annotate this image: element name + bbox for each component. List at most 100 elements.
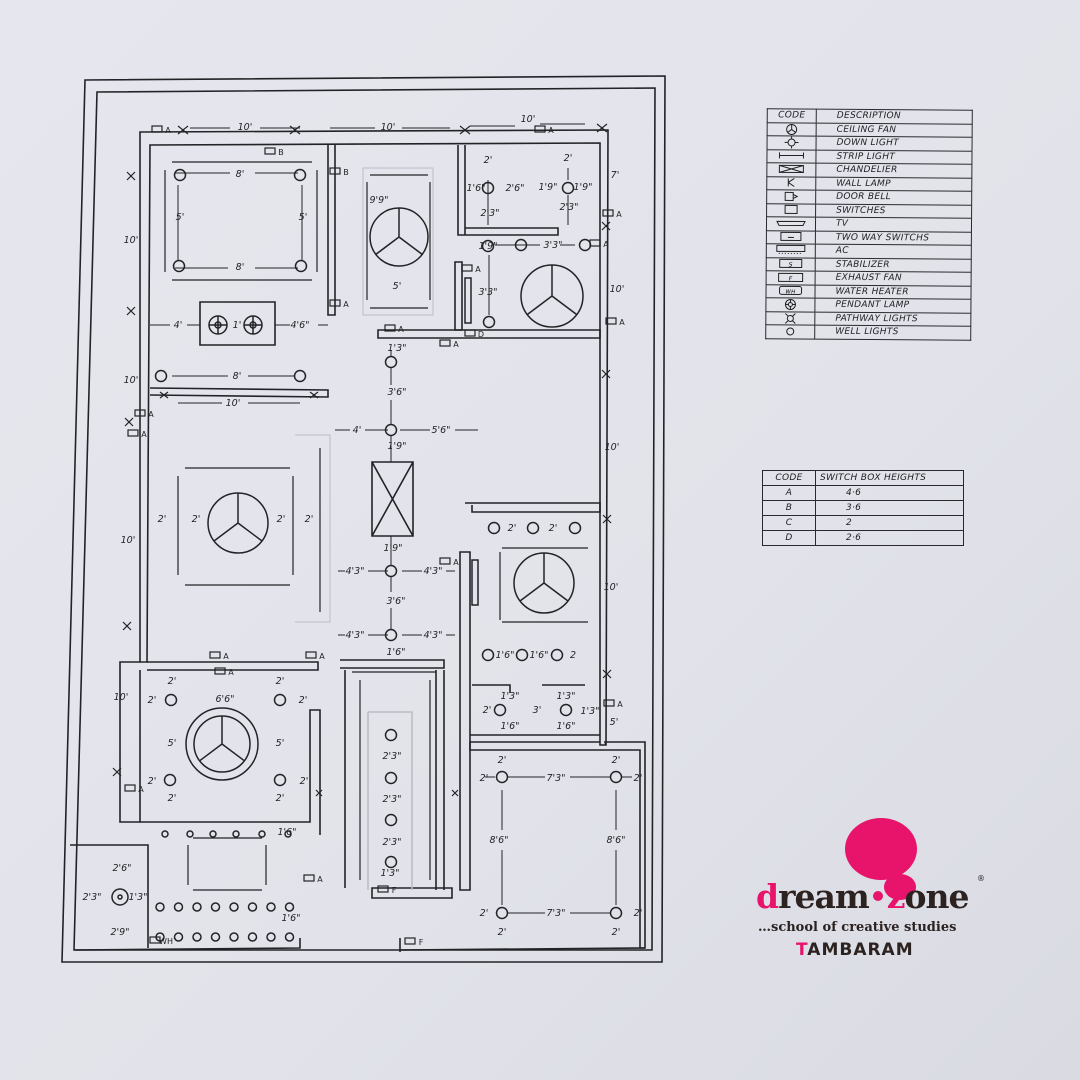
switch-marker-label: A (619, 318, 625, 327)
switch-box-icon (329, 299, 341, 307)
dimension-label: 2' (300, 776, 309, 787)
svg-text:S: S (789, 262, 793, 269)
down-light-icon (210, 902, 221, 912)
well-lights-icon (765, 324, 815, 339)
switch-header-heights: SWITCH BOX HEIGHTS (815, 470, 964, 486)
wall (340, 659, 445, 890)
switch-marker-label: A (141, 430, 147, 439)
down-light-icon (247, 932, 258, 942)
dimension-label: 1'9" (573, 182, 592, 193)
switch-marker-label: A (317, 875, 323, 884)
switch-box-icon (464, 329, 476, 337)
dimension-label: 2' (305, 514, 314, 525)
wall (139, 670, 321, 835)
dimension-label: 2'9" (110, 927, 129, 938)
dimension-label: 2' (634, 908, 643, 919)
dimension-label: 5' (168, 738, 177, 749)
dimension-label: 1'3" (128, 892, 147, 903)
stabilizer-icon: S (766, 257, 816, 272)
ac-icon (471, 559, 479, 606)
dimension-lines (485, 776, 632, 914)
plan-linework (61, 75, 666, 963)
ceiling-fan-icon (513, 552, 575, 614)
svg-text:F: F (789, 275, 793, 282)
dimension-label: 1'9" (538, 182, 557, 193)
down-light-icon (284, 932, 295, 942)
down-light-icon (161, 830, 169, 838)
dimension-label: 7'3" (546, 908, 565, 919)
dimension-label: 1'6" (556, 721, 575, 732)
down-light-icon (482, 315, 496, 329)
dimension-label: 2' (192, 514, 201, 525)
dimension-label: 1'3" (500, 691, 519, 702)
down-light-icon (515, 648, 529, 662)
dimension-label: 4' (174, 320, 183, 331)
down-light-icon (173, 902, 184, 912)
switch-box-icon (127, 429, 139, 437)
down-light-icon (186, 830, 194, 838)
legend-label: CHANDELIER (815, 163, 972, 178)
dimension-label: 3'3" (478, 287, 497, 298)
legend-row: AC (766, 243, 972, 259)
fixtures (111, 125, 623, 945)
legend-row: DOWN LIGHT (767, 135, 973, 151)
logo-bubble-large (845, 818, 917, 880)
down-light-icon (173, 168, 187, 182)
legend-label: AC (815, 244, 972, 259)
dimension-label: 1'6" (386, 647, 405, 658)
dimension-label: 5' (610, 717, 619, 728)
dimension-label: 2'3" (559, 202, 578, 213)
switch-marker-label: A (138, 785, 144, 794)
switch-marker-label: F (392, 886, 397, 895)
switch-marker-label: A (475, 265, 481, 274)
switch-marker-label: A (617, 700, 623, 709)
dimension-label: 8'6" (489, 835, 508, 846)
dimension-label: 5' (299, 212, 308, 223)
ceiling-fan-icon (185, 707, 259, 781)
ceiling-fan-icon (520, 264, 584, 328)
dimension-label: 2'3" (382, 751, 401, 762)
dimension-label: 1'6" (277, 827, 296, 838)
down-light-icon (284, 830, 292, 838)
dimension-label: 5'6" (431, 425, 450, 436)
pendant-lamp-cross (209, 316, 227, 334)
down-light-icon (164, 693, 178, 707)
dimension-label: 2' (277, 514, 286, 525)
legend-row: STRIP LIGHT (766, 149, 973, 165)
legend-header: CODE DESCRIPTION (767, 108, 973, 124)
switch-box-icon (209, 651, 221, 659)
dimension-label: 2' (612, 927, 621, 938)
ceiling-fan-icon (767, 122, 817, 137)
down-light-icon (481, 648, 495, 662)
legend-label: EXHAUST FAN (815, 271, 972, 286)
dimension-label: 2' (276, 793, 285, 804)
dimension-label: 4'3" (423, 630, 442, 641)
legend-label: STRIP LIGHT (815, 149, 973, 165)
wall (119, 661, 140, 823)
wall (454, 261, 463, 331)
dimension-label: 2' (634, 773, 643, 784)
ceiling-frame (499, 547, 588, 623)
down-light-icon (247, 902, 258, 912)
pendant-lamp-icon (111, 888, 129, 906)
ceiling-frame (295, 434, 331, 623)
chandelier-symbol (371, 461, 414, 537)
dimension-labels: 10'10'10'10'10'10'10'7'10'10'10'5'8'5'5'… (82, 114, 642, 938)
dimension-label: 10' (124, 375, 139, 386)
down-light-icon (229, 902, 239, 912)
logo-text-one: one (904, 877, 970, 916)
switch-code: B (762, 500, 816, 516)
down-light-icon (526, 521, 540, 535)
dimension-label: 4'3" (345, 566, 364, 577)
down-light-icon (384, 855, 398, 869)
legend-label: TV (815, 217, 972, 232)
switch-height-value: 4·6 (815, 485, 964, 501)
dimension-label: 7'3" (546, 773, 565, 784)
down-light-icon (384, 628, 398, 642)
wall (149, 387, 329, 398)
legend-row: TV (766, 216, 972, 232)
legend-label: WELL LIGHTS (814, 325, 971, 340)
